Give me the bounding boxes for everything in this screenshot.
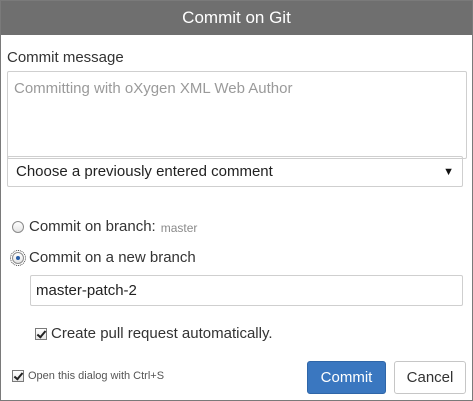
new-branch-name-input[interactable]	[30, 275, 463, 306]
create-pull-request-label: Create pull request automatically.	[51, 325, 273, 342]
commit-message-textarea[interactable]	[7, 71, 467, 159]
commit-on-branch-radio[interactable]	[12, 220, 24, 233]
commit-on-new-branch-label: Commit on a new branch	[29, 249, 196, 266]
cancel-button[interactable]: Cancel	[394, 361, 466, 394]
dialog-title: Commit on Git	[182, 8, 291, 27]
commit-on-new-branch-radio[interactable]	[10, 249, 26, 266]
commit-on-branch-option[interactable]: Commit on branch: master	[12, 218, 197, 235]
dropdown-arrow-icon: ▼	[443, 165, 454, 178]
previous-comment-selected: Choose a previously entered comment	[16, 163, 273, 180]
commit-on-branch-label: Commit on branch:	[29, 218, 156, 235]
shortcut-checkbox[interactable]	[12, 370, 24, 382]
create-pull-request-option[interactable]: Create pull request automatically.	[35, 325, 273, 342]
commit-on-new-branch-option[interactable]: Commit on a new branch	[10, 249, 196, 266]
commit-message-label: Commit message	[7, 49, 124, 66]
shortcut-label: Open this dialog with Ctrl+S	[28, 370, 165, 382]
commit-button[interactable]: Commit	[307, 361, 386, 394]
current-branch-name: master	[160, 220, 198, 235]
previous-comment-select[interactable]: Choose a previously entered comment ▼	[7, 156, 463, 187]
shortcut-option[interactable]: Open this dialog with Ctrl+S	[12, 370, 164, 382]
create-pull-request-checkbox[interactable]	[35, 327, 47, 340]
dialog-titlebar: Commit on Git	[1, 1, 472, 35]
